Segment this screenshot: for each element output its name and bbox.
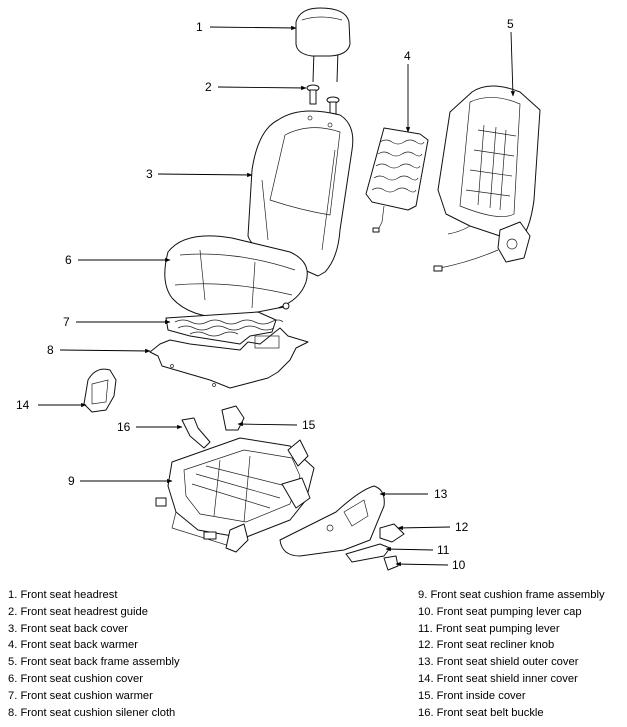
legend-item-15: 15. Front inside cover — [418, 689, 526, 702]
seat-back-frame-part — [433, 85, 541, 272]
legend-item-10: 10. Front seat pumping lever cap — [418, 605, 582, 618]
callout-2: 2 — [205, 80, 212, 94]
callout-1: 1 — [196, 20, 203, 34]
callout-13: 13 — [434, 487, 448, 501]
legend-left-column: 1. Front seat headrest 2. Front seat hea… — [8, 587, 180, 721]
pumping-lever-cap-part — [383, 555, 399, 571]
legend-item-7: 7. Front seat cushion warmer — [8, 689, 153, 702]
legend-item-14: 14. Front seat shield inner cover — [418, 672, 578, 685]
legend-item-5: 5. Front seat back frame assembly — [8, 656, 180, 669]
callout-8: 8 — [47, 343, 54, 357]
callout-15: 15 — [302, 418, 316, 432]
legend-item-9: 9. Front seat cushion frame assembly — [418, 589, 605, 601]
seat-cushion-cover-part — [164, 235, 308, 319]
legend-item-1: 1. Front seat headrest — [8, 589, 118, 601]
recliner-knob-part — [379, 523, 405, 543]
belt-buckle-part — [181, 417, 211, 449]
pumping-lever-part — [345, 543, 391, 563]
legend-item-13: 13. Front seat shield outer cover — [418, 656, 579, 669]
cushion-frame-part — [155, 437, 315, 553]
callout-numbers: 1 2 3 4 5 6 7 8 9 10 11 12 13 14 15 16 — [16, 17, 514, 572]
exploded-seat-diagram: 1 2 3 4 5 6 7 8 9 10 11 12 13 14 15 16 — [16, 7, 541, 572]
legend-item-12: 12. Front seat recliner knob — [418, 639, 555, 652]
callout-11: 11 — [437, 543, 450, 557]
callout-3: 3 — [146, 167, 153, 181]
legend-item-2: 2. Front seat headrest guide — [8, 605, 148, 618]
callout-14: 14 — [16, 398, 30, 412]
callout-4: 4 — [404, 49, 411, 63]
callout-9: 9 — [68, 474, 75, 488]
callout-10: 10 — [452, 558, 466, 572]
screw-part — [278, 302, 290, 310]
seat-back-warmer-part — [365, 127, 429, 233]
callout-7: 7 — [63, 315, 70, 329]
leader-lines — [38, 25, 516, 567]
cushion-warmer-part — [165, 311, 284, 345]
legend-right-column: 9. Front seat cushion frame assembly 10.… — [418, 587, 605, 721]
shield-inner-cover-part — [83, 368, 117, 413]
legend-item-16: 16. Front seat belt buckle — [418, 706, 544, 719]
callout-6: 6 — [65, 253, 72, 267]
callout-16: 16 — [117, 420, 131, 434]
seat-back-cover-part — [247, 110, 354, 277]
callout-12: 12 — [455, 520, 469, 534]
legend-item-8: 8. Front seat cushion silener cloth — [8, 706, 176, 719]
callout-5: 5 — [507, 17, 514, 31]
silencer-cloth-part — [149, 327, 309, 389]
inside-cover-part — [221, 405, 245, 431]
legend-item-6: 6. Front seat cushion cover — [8, 672, 143, 685]
headrest-part — [295, 7, 351, 83]
legend-item-4: 4. Front seat back warmer — [8, 639, 138, 652]
legend-item-3: 3. Front seat back cover — [8, 622, 129, 635]
legend-item-11: 11. Front seat pumping lever — [418, 622, 560, 635]
